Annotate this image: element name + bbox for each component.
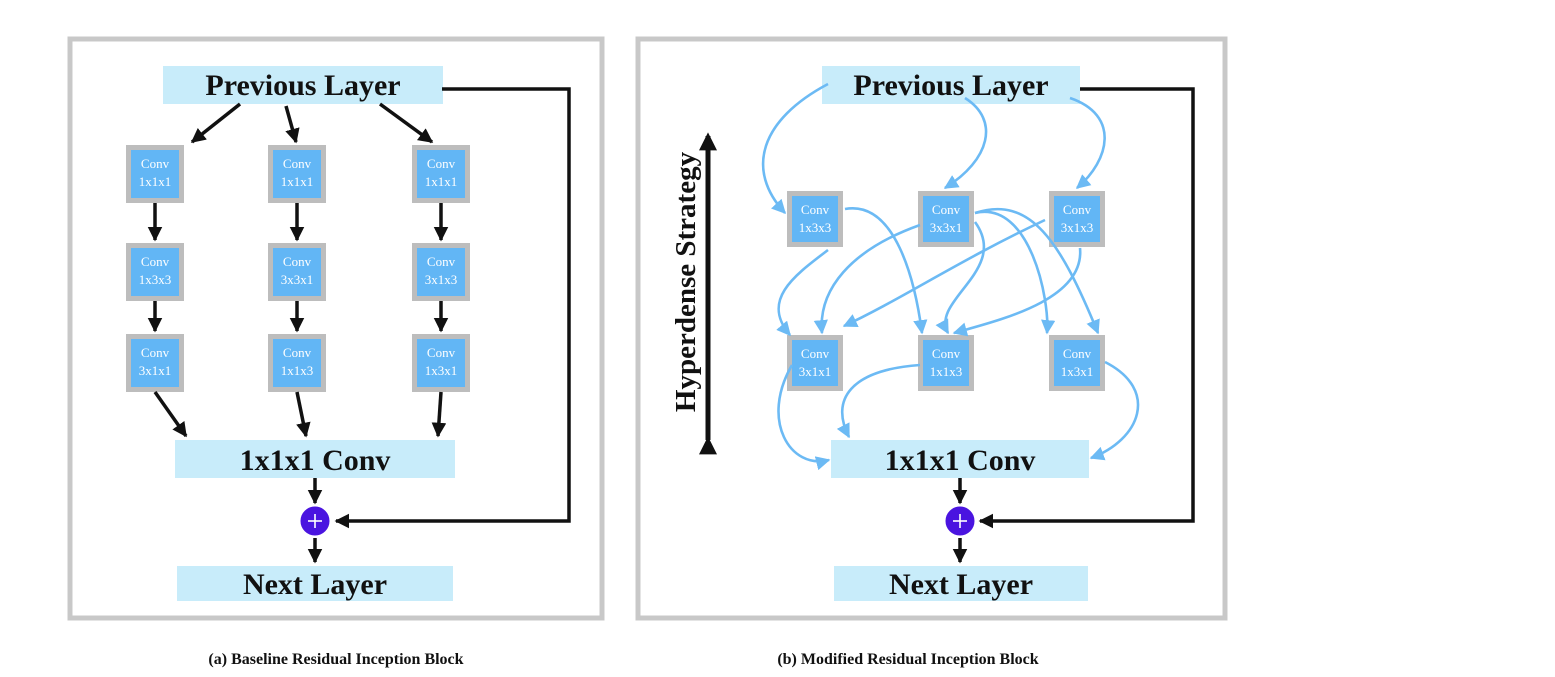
svg-text:Conv: Conv: [141, 345, 170, 360]
panel-a: Previous Layer 1x1x1 Conv Next Layer Con…: [67, 36, 605, 668]
panel-b-conv-block: Conv 1x3x1: [1049, 335, 1105, 391]
panel-a-merge-conv-box: [175, 440, 455, 478]
svg-text:1x3x3: 1x3x3: [139, 272, 172, 287]
panel-a-next-layer: Next Layer: [243, 568, 387, 601]
svg-text:1x1x3: 1x1x3: [281, 363, 314, 378]
svg-text:Conv: Conv: [283, 156, 312, 171]
panel-a-arrow: [378, 102, 434, 144]
svg-text:Conv: Conv: [427, 345, 456, 360]
panel-a-conv-block: Conv 3x1x1: [126, 334, 184, 392]
panel-a-conv-block: Conv 1x1x1: [268, 145, 326, 203]
panel-a-conv-block: Conv 3x1x3: [412, 243, 470, 301]
panel-a-conv-block: Conv 1x1x3: [268, 334, 326, 392]
panel-a-frame: [67, 36, 605, 621]
panel-a-previous-layer: Previous Layer: [205, 69, 400, 102]
svg-text:1x3x3: 1x3x3: [799, 220, 832, 235]
svg-text:Conv: Conv: [427, 254, 456, 269]
panel-a-conv-block: Conv 1x3x1: [412, 334, 470, 392]
panel-a-merge-conv: 1x1x1 Conv: [240, 444, 391, 477]
panel-b: Previous Layer 1x1x1 Conv Next Layer Hyp…: [635, 36, 1228, 668]
svg-text:3x1x3: 3x1x3: [1061, 220, 1094, 235]
svg-text:Conv: Conv: [932, 202, 961, 217]
panel-b-next-layer-box: [834, 566, 1088, 601]
panel-b-conv-block: Conv 3x3x1: [918, 191, 974, 247]
svg-text:Conv: Conv: [1063, 202, 1092, 217]
panel-a-caption: (a) Baseline Residual Inception Block: [208, 651, 463, 668]
panel-b-previous-layer-box: [822, 66, 1080, 104]
svg-text:Conv: Conv: [801, 202, 830, 217]
panel-a-arrow: [190, 102, 242, 144]
panel-b-conv-block: Conv 1x3x3: [787, 191, 843, 247]
svg-text:1x1x1: 1x1x1: [281, 174, 314, 189]
panel-b-frame: [635, 36, 1228, 621]
panel-b-dense-connections: [761, 82, 1140, 471]
panel-a-next-layer-box: [177, 566, 453, 601]
svg-text:Conv: Conv: [283, 254, 312, 269]
svg-text:Conv: Conv: [1063, 346, 1092, 361]
panel-b-caption: (b) Modified Residual Inception Block: [777, 651, 1038, 668]
panel-b-next-layer: Next Layer: [889, 568, 1033, 601]
svg-text:1x3x1: 1x3x1: [425, 363, 458, 378]
panel-a-previous-layer-box: [163, 66, 443, 104]
svg-text:1x1x3: 1x1x3: [930, 364, 963, 379]
panel-a-conv-block: Conv 1x1x1: [126, 145, 184, 203]
panel-b-conv-block: Conv 1x1x3: [918, 335, 974, 391]
panel-b-merge-conv-box: [831, 440, 1089, 478]
svg-text:Conv: Conv: [801, 346, 830, 361]
panel-b-conv-block: Conv 3x1x1: [787, 335, 843, 391]
panel-b-skip-connection: [978, 87, 1195, 529]
panel-b-conv-block: Conv 3x1x3: [1049, 191, 1105, 247]
svg-text:Conv: Conv: [141, 156, 170, 171]
panel-a-skip-connection: [334, 87, 571, 529]
svg-text:Conv: Conv: [427, 156, 456, 171]
svg-text:Conv: Conv: [932, 346, 961, 361]
panel-a-conv-block: Conv 1x3x3: [126, 243, 184, 301]
svg-text:Conv: Conv: [283, 345, 312, 360]
svg-text:3x1x3: 3x1x3: [425, 272, 458, 287]
svg-text:Conv: Conv: [141, 254, 170, 269]
panel-a-arrow: [295, 391, 311, 438]
svg-text:3x1x1: 3x1x1: [799, 364, 832, 379]
svg-text:3x3x1: 3x3x1: [281, 272, 314, 287]
svg-text:1x1x1: 1x1x1: [425, 174, 458, 189]
panel-b-previous-layer: Previous Layer: [853, 69, 1048, 102]
panel-b-merge-conv: 1x1x1 Conv: [885, 444, 1036, 477]
svg-text:1x3x1: 1x3x1: [1061, 364, 1094, 379]
panel-a-arrow: [153, 390, 188, 438]
panel-a-arrow: [284, 105, 300, 144]
svg-text:3x3x1: 3x3x1: [930, 220, 963, 235]
panel-a-conv-block: Conv 3x3x1: [268, 243, 326, 301]
panel-b-strategy-label: Hyperdense Strategy: [670, 151, 702, 412]
svg-text:1x1x1: 1x1x1: [139, 174, 172, 189]
panel-a-arrow: [431, 391, 447, 438]
svg-text:3x1x1: 3x1x1: [139, 363, 172, 378]
panel-a-conv-block: Conv 1x1x1: [412, 145, 470, 203]
